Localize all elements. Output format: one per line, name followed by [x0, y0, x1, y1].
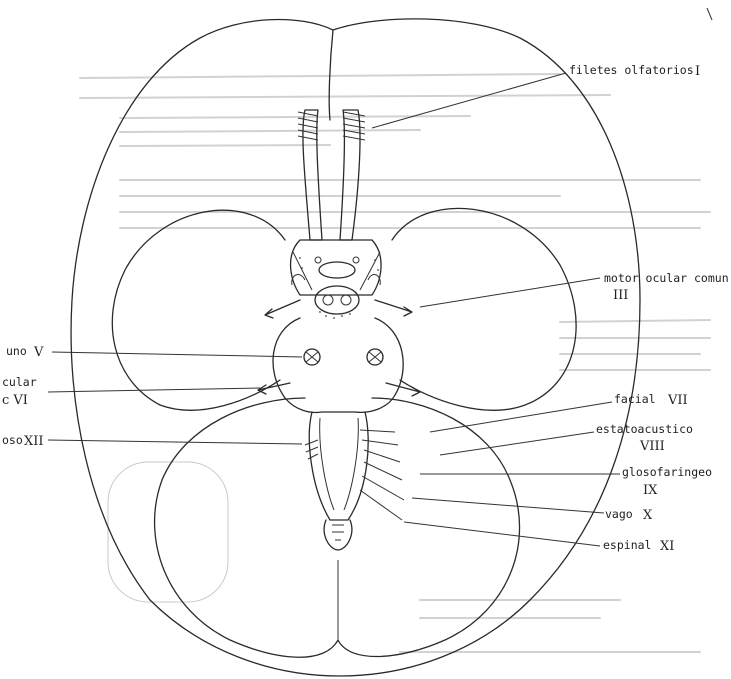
label-text: uno [6, 344, 27, 358]
label-vestibulocochlear: estatoacustico VIII [596, 422, 693, 454]
label-abducens: cular c VI [2, 375, 37, 408]
roman-numeral: X [643, 508, 653, 523]
page-corner-mark [707, 8, 712, 20]
label-accessory: espinal XI [603, 538, 674, 554]
label-glossopharyngeal: glosofaringeo IX [622, 465, 712, 498]
roman-numeral: IX [643, 483, 658, 498]
roman-numeral: XII [24, 434, 44, 449]
roman-numeral: I [695, 64, 700, 79]
label-text: oso [2, 433, 23, 447]
label-olfactory: filetes olfatorios I [569, 63, 700, 79]
label-hypoglossal: oso XII [2, 433, 44, 449]
label-text: glosofaringeo [622, 465, 712, 479]
label-text: filetes olfatorios [569, 63, 694, 77]
label-text: motor ocular comun [604, 271, 729, 285]
label-trigeminal: uno V [6, 344, 44, 360]
bleed-through-text [80, 74, 710, 652]
label-oculomotor: motor ocular comun III [604, 271, 729, 303]
roman-numeral: V [33, 345, 44, 360]
roman-numeral: III [613, 288, 628, 303]
brainstem [273, 318, 403, 550]
leader-lines [48, 73, 620, 546]
roman-numeral: VIII [639, 439, 665, 454]
chiasm-region [291, 240, 382, 319]
label-facial: facial VII [614, 392, 688, 408]
roman-numeral: VII [667, 393, 688, 408]
label-text: cular [2, 375, 37, 389]
trigeminal-nerve-roots [304, 349, 383, 365]
nerve-arrows [258, 300, 420, 520]
temporal-lobes [112, 208, 576, 410]
label-vagus: vago X [605, 507, 653, 523]
label-text: facial [614, 392, 656, 406]
label-text: espinal [603, 538, 651, 552]
roman-numeral: XI [660, 539, 674, 554]
label-text: vago [605, 507, 633, 521]
label-text: estatoacustico [596, 422, 693, 436]
roman-numeral: c VI [2, 393, 28, 408]
